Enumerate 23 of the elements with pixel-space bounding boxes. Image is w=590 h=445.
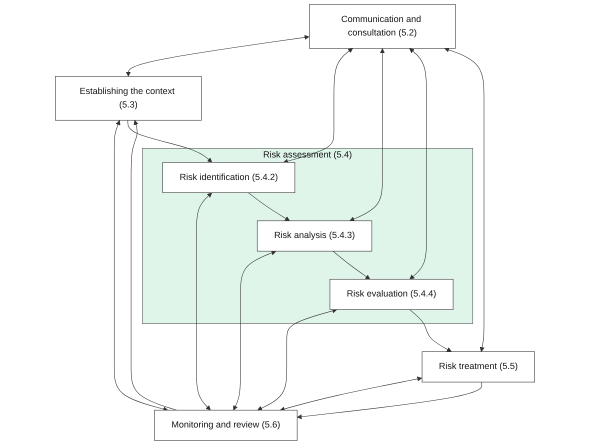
arrow — [409, 309, 452, 352]
arrow — [409, 48, 427, 280]
arrow — [350, 48, 385, 222]
node-box: Risk evaluation (5.4.4) — [330, 278, 454, 310]
node-box: Communication and consultation (5.2) — [309, 4, 456, 49]
arrow — [233, 250, 276, 410]
arrow — [444, 48, 485, 352]
node-box: Risk identification (5.4.2) — [162, 162, 296, 193]
node-box: Monitoring and review (5.6) — [154, 410, 298, 441]
arrow — [128, 120, 212, 163]
arrow — [257, 308, 338, 410]
arrow — [114, 120, 168, 412]
node-box: Establishing the context (5.3) — [55, 76, 202, 121]
arrow — [130, 120, 177, 410]
node-box: Risk analysis (5.4.3) — [256, 220, 372, 252]
arrow — [196, 192, 212, 410]
arrow — [248, 192, 290, 222]
arrow — [280, 376, 422, 412]
arrow — [283, 48, 353, 164]
arrow — [296, 382, 482, 420]
node-box: Risk treatment (5.5) — [422, 351, 535, 382]
arrow — [126, 34, 310, 77]
arrow — [332, 250, 370, 280]
